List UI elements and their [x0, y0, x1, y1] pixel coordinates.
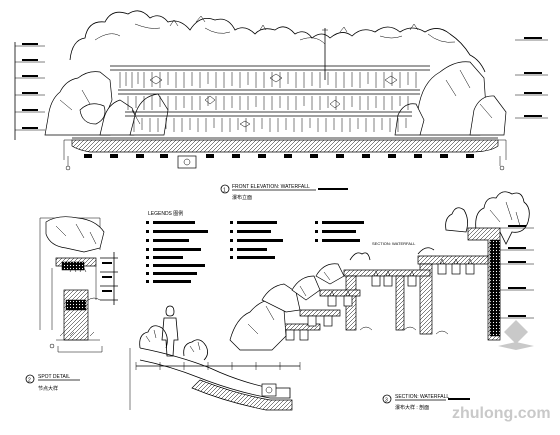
- section-number: 3: [385, 398, 388, 404]
- spot-detail-subtitle: 节点大样: [38, 385, 58, 392]
- legend-block: LEGENDS 图例: [146, 210, 364, 283]
- front-elevation-view: 1 FRONT ELEVATION: WATERFALL 瀑布立面: [14, 10, 548, 201]
- front-elevation-number: 1: [223, 188, 226, 194]
- rockwork: [44, 61, 507, 136]
- front-elevation-title: FRONT ELEVATION: WATERFALL: [232, 184, 310, 190]
- pool-base: [63, 137, 507, 171]
- spot-detail-view: 2 SPOT DETAIL 节点大样: [25, 216, 118, 392]
- spot-detail-title: SPOT DETAIL: [38, 374, 70, 380]
- front-elevation-title-block: 1 FRONT ELEVATION: WATERFALL 瀑布立面: [220, 184, 348, 201]
- section-title: SECTION: WATERFALL: [395, 394, 449, 400]
- tree-canopy: [69, 10, 486, 73]
- section-level-marks: [500, 225, 534, 319]
- section-title-block: 3 SECTION: WATERFALL 瀑布大样 : 剖面: [382, 394, 470, 411]
- watermark: zhulong.com: [452, 320, 551, 422]
- planter-pots: [285, 258, 475, 341]
- person-figure: [161, 305, 179, 357]
- legend-title: LEGENDS 图例: [148, 210, 183, 217]
- elevation-level-marks: [14, 37, 548, 140]
- section-dimension-line: [129, 348, 301, 410]
- section-top-label: SECTION: WATERFALL: [372, 241, 416, 246]
- spot-detail-title-block: 2 SPOT DETAIL 节点大样: [25, 374, 80, 392]
- spot-detail-number: 2: [28, 378, 31, 384]
- watermark-text: zhulong.com: [452, 405, 551, 422]
- cascade-walls: [110, 65, 430, 132]
- section-view: 3 SECTION: WATERFALL 瀑布大样 : 剖面 SECTION: …: [129, 191, 534, 411]
- section-subtitle: 瀑布大样 : 剖面: [395, 404, 429, 411]
- front-elevation-subtitle: 瀑布立面: [232, 194, 252, 201]
